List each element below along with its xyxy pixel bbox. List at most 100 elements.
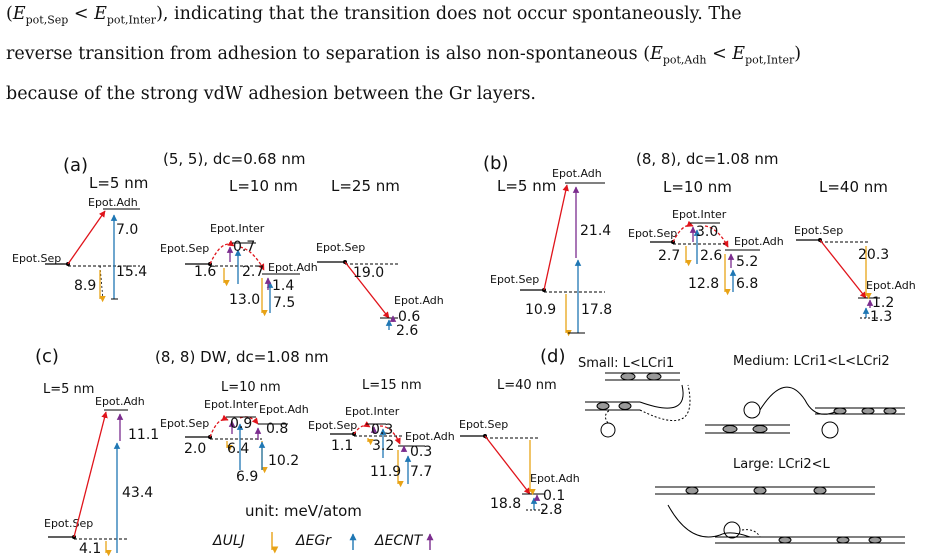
svg-text:12.8: 12.8 — [688, 276, 719, 292]
svg-text:1.3: 1.3 — [870, 309, 892, 325]
svg-text:17.8: 17.8 — [581, 302, 612, 318]
svg-text:6.8: 6.8 — [736, 276, 758, 292]
svg-text:Epot.Sep: Epot.Sep — [628, 227, 677, 240]
svg-text:Epot.Inter: Epot.Inter — [672, 208, 727, 221]
svg-text:0.8: 0.8 — [266, 421, 288, 437]
paragraph-line-1: (Epot,Sep < Epot,Inter), indicating that… — [6, 4, 742, 27]
svg-text:8.9: 8.9 — [74, 278, 96, 294]
case-label: L=10 nm — [663, 178, 732, 196]
svg-text:10.2: 10.2 — [268, 453, 299, 469]
panel-d-label: (d) — [540, 346, 565, 367]
panel-c-title: (8, 8) DW, dc=1.08 nm — [155, 348, 329, 366]
svg-text:21.4: 21.4 — [580, 223, 611, 239]
case-label: L=10 nm — [229, 177, 298, 195]
case-label: L=10 nm — [221, 380, 281, 395]
svg-text:3.2: 3.2 — [372, 438, 394, 454]
svg-text:Epot.Sep: Epot.Sep — [794, 224, 843, 237]
svg-text:2.0: 2.0 — [184, 441, 206, 457]
panel-a-title: (5, 5), dc=0.68 nm — [163, 150, 306, 168]
panel-a: (a) (5, 5), dc=0.68 nm L=5 nm Epot.Adh E… — [12, 150, 444, 339]
large-label: Large: LCri2<L — [733, 457, 831, 472]
svg-text:7.7: 7.7 — [410, 464, 432, 480]
svg-text:2.7: 2.7 — [242, 264, 264, 280]
svg-text:Epot.Adh: Epot.Adh — [866, 279, 916, 292]
panel-b: (b) (8, 8), dc=1.08 nm L=5 nm Epot.Adh E… — [483, 150, 916, 337]
svg-text:Epot.Adh: Epot.Adh — [394, 294, 444, 307]
panel-a-label: (a) — [63, 155, 88, 176]
svg-text:Epot.Sep: Epot.Sep — [490, 273, 539, 286]
case-label: L=40 nm — [819, 178, 888, 196]
paragraph-line-3: because of the strong vdW adhesion betwe… — [6, 84, 536, 104]
svg-text:11.1: 11.1 — [128, 427, 159, 443]
small-schematic — [585, 372, 691, 438]
svg-text:19.0: 19.0 — [353, 265, 384, 281]
large-schematic — [655, 486, 905, 544]
panel-c: (c) (8, 8) DW, dc=1.08 nm L=5 nm Epot.Ad… — [35, 346, 580, 557]
case-label: L=25 nm — [331, 177, 400, 195]
svg-text:6.4: 6.4 — [227, 441, 249, 457]
svg-text:Epot.Adh: Epot.Adh — [552, 167, 602, 180]
medium-schematic — [705, 386, 905, 439]
svg-text:10.9: 10.9 — [525, 302, 556, 318]
svg-text:Epot.Sep: Epot.Sep — [160, 242, 209, 255]
svg-text:0.7: 0.7 — [233, 239, 255, 255]
panel-c-label: (c) — [35, 346, 59, 367]
panel-b-label: (b) — [483, 153, 508, 174]
svg-text:18.8: 18.8 — [490, 496, 521, 512]
svg-text:Epot.Sep: Epot.Sep — [459, 418, 508, 431]
svg-text:2.7: 2.7 — [658, 248, 680, 264]
panel-b-title: (8, 8), dc=1.08 nm — [636, 150, 779, 168]
svg-text:20.3: 20.3 — [858, 247, 889, 263]
svg-text:Epot.Adh: Epot.Adh — [530, 472, 580, 485]
paragraph-line-2: reverse transition from adhesion to sepa… — [6, 44, 802, 67]
legend-cnt-label: ΔECNT — [374, 533, 424, 549]
transition-arrow — [67, 210, 106, 265]
svg-text:Epot.Inter: Epot.Inter — [210, 222, 265, 235]
svg-text:5.2: 5.2 — [736, 254, 758, 270]
legend-lj-label: ΔULJ — [212, 533, 245, 549]
case-label: L=5 nm — [89, 174, 148, 192]
svg-text:0.1: 0.1 — [543, 488, 565, 504]
case-label: L=40 nm — [497, 378, 557, 393]
svg-text:Epot.Adh: Epot.Adh — [259, 403, 309, 416]
svg-text:2.6: 2.6 — [700, 248, 722, 264]
svg-text:Epot.Adh: Epot.Adh — [95, 395, 145, 408]
svg-text:7.5: 7.5 — [273, 295, 295, 311]
svg-text:1.2: 1.2 — [872, 295, 894, 311]
case-label: L=15 nm — [362, 378, 422, 393]
case-label: L=5 nm — [43, 382, 94, 397]
svg-text:13.0: 13.0 — [229, 292, 260, 308]
sep-label: Epot.Sep — [12, 252, 61, 265]
svg-text:1.4: 1.4 — [272, 278, 294, 294]
svg-text:Epot.Adh: Epot.Adh — [734, 235, 784, 248]
svg-text:4.1: 4.1 — [79, 541, 101, 557]
adh-label: Epot.Adh — [88, 196, 138, 209]
svg-text:0.6: 0.6 — [398, 309, 420, 325]
svg-text:2.8: 2.8 — [540, 502, 562, 518]
svg-text:Epot.Sep: Epot.Sep — [316, 241, 365, 254]
svg-text:15.4: 15.4 — [116, 264, 147, 280]
svg-text:43.4: 43.4 — [122, 485, 153, 501]
svg-text:3.0: 3.0 — [696, 224, 718, 240]
legend: unit: meV/atom ΔULJ ΔEGr ΔECNT — [212, 502, 434, 554]
svg-text:Epot.Adh: Epot.Adh — [405, 430, 455, 443]
svg-text:0.3: 0.3 — [371, 422, 393, 438]
svg-text:Epot.Sep: Epot.Sep — [308, 419, 357, 432]
svg-text:7.0: 7.0 — [116, 222, 138, 238]
svg-text:1.1: 1.1 — [331, 438, 353, 454]
small-label: Small: L<LCri1 — [578, 356, 674, 371]
svg-text:Epot.Sep: Epot.Sep — [44, 517, 93, 530]
medium-label: Medium: LCri1<L<LCri2 — [733, 354, 890, 369]
svg-text:2.6: 2.6 — [396, 323, 418, 339]
panel-d: (d) Small: L<LCri1 Medium: LCri1<L<LCri2… — [540, 346, 905, 544]
svg-text:0.3: 0.3 — [410, 444, 432, 460]
svg-text:0.9: 0.9 — [230, 416, 252, 432]
svg-text:11.9: 11.9 — [370, 464, 401, 480]
svg-text:6.9: 6.9 — [236, 469, 258, 485]
svg-text:Epot.Inter: Epot.Inter — [345, 405, 400, 418]
svg-text:Epot.Inter: Epot.Inter — [204, 398, 259, 411]
svg-text:Epot.Sep: Epot.Sep — [160, 417, 209, 430]
case-label: L=5 nm — [497, 177, 556, 195]
legend-gr-label: ΔEGr — [295, 533, 332, 549]
